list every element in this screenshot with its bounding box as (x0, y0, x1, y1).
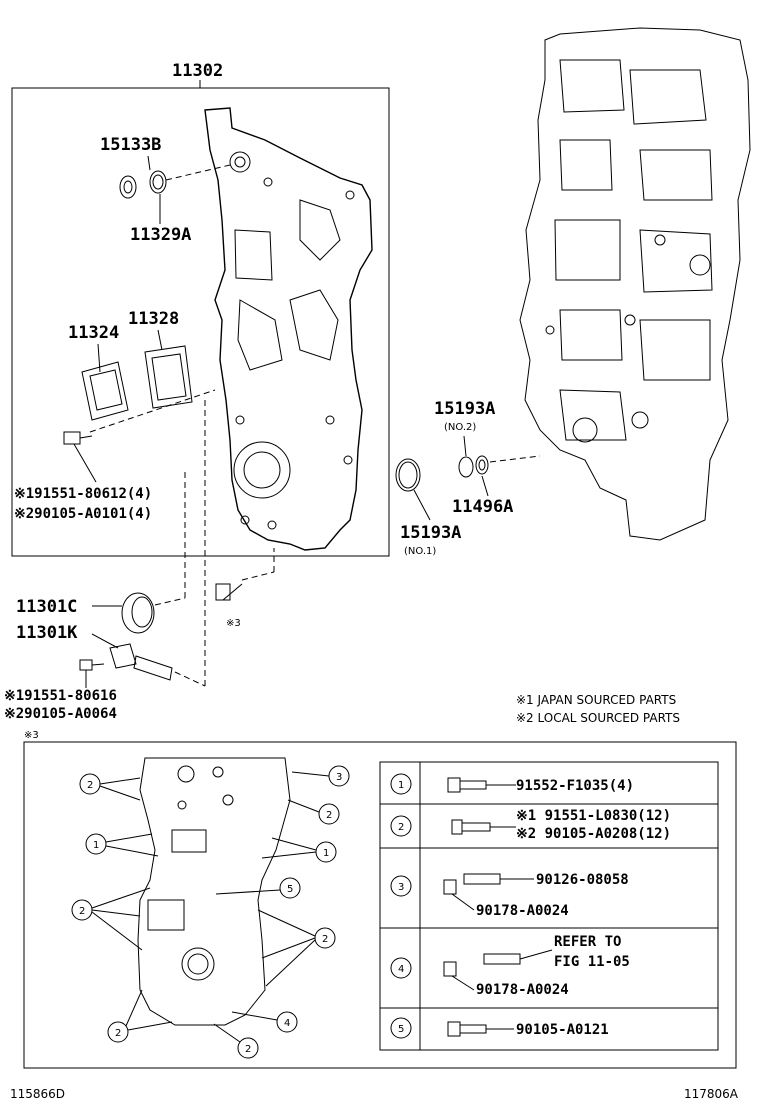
legend-ref3: ※3 (24, 730, 39, 741)
engine-block-drawing (519, 27, 751, 541)
row3-stud: 90126-08058 (536, 872, 629, 888)
bolt-table: 1 91552-F1035(4) 2 ※1 91551-L0830(12) ※2… (379, 761, 719, 1051)
row2-num: 2 (398, 822, 404, 833)
row5-part: 90105-A0121 (516, 1022, 609, 1038)
bolt-b-jp: ※191551-80616 (4, 688, 117, 704)
part-15193A-no1: 15193A (400, 523, 461, 543)
timing-cover-drawing (204, 107, 373, 551)
part-11328: 11328 (128, 309, 179, 329)
footer-right-id: 117806A (684, 1087, 739, 1101)
callout-2b: 2 (326, 810, 332, 821)
row4-nut: 90178-A0024 (476, 982, 569, 998)
bolt-location-box (23, 741, 737, 1069)
callout-2a: 2 (87, 780, 93, 791)
row3-num: 3 (398, 882, 404, 893)
row5-num: 5 (398, 1024, 404, 1035)
part-15193A-no2-sub: (NO.2) (444, 422, 476, 433)
callout-1a: 1 (93, 840, 99, 851)
callout-5: 5 (287, 884, 293, 895)
bolt-b-local: ※290105-A0064 (4, 706, 117, 722)
part-11329A: 11329A (130, 225, 191, 245)
callout-1b: 1 (323, 848, 329, 859)
callout-3: 3 (336, 772, 342, 783)
bolt-a-jp: ※191551-80612(4) (14, 486, 152, 502)
row1-part: 91552-F1035(4) (516, 778, 634, 794)
legend-local: ※2 LOCAL SOURCED PARTS (516, 711, 680, 725)
row4-refer: REFER TO (554, 934, 621, 950)
row3-nut: 90178-A0024 (476, 903, 569, 919)
row2-local: ※2 90105-A0208(12) (516, 826, 671, 842)
callout-2d: 2 (322, 934, 328, 945)
callout-4: 4 (284, 1018, 290, 1029)
row1-num: 1 (398, 780, 404, 791)
callout-2f: 2 (245, 1044, 251, 1055)
part-11301C: 11301C (16, 597, 77, 617)
part-15193A-no2: 15193A (434, 399, 495, 419)
row4-num: 4 (398, 964, 404, 975)
footer-left-id: 115866D (10, 1087, 65, 1101)
row2-jp: ※1 91551-L0830(12) (516, 808, 671, 824)
assembly-label: 11302 (172, 61, 223, 81)
bolt-a-local: ※290105-A0101(4) (14, 506, 152, 522)
part-11301K: 11301K (16, 623, 78, 643)
part-15193A-no1-sub: (NO.1) (404, 546, 436, 557)
part-15133B: 15133B (100, 135, 161, 155)
part-11496A: 11496A (452, 497, 513, 517)
callouts: 2 3 2 1 1 5 2 2 2 4 (71, 765, 350, 1059)
callout-2e: 2 (115, 1028, 121, 1039)
row4-fig: FIG 11-05 (554, 954, 630, 970)
callout-2c: 2 (79, 906, 85, 917)
part-11324: 11324 (68, 323, 119, 343)
bolt-ref3: ※3 (226, 618, 241, 629)
legend-japan: ※1 JAPAN SOURCED PARTS (516, 693, 676, 707)
